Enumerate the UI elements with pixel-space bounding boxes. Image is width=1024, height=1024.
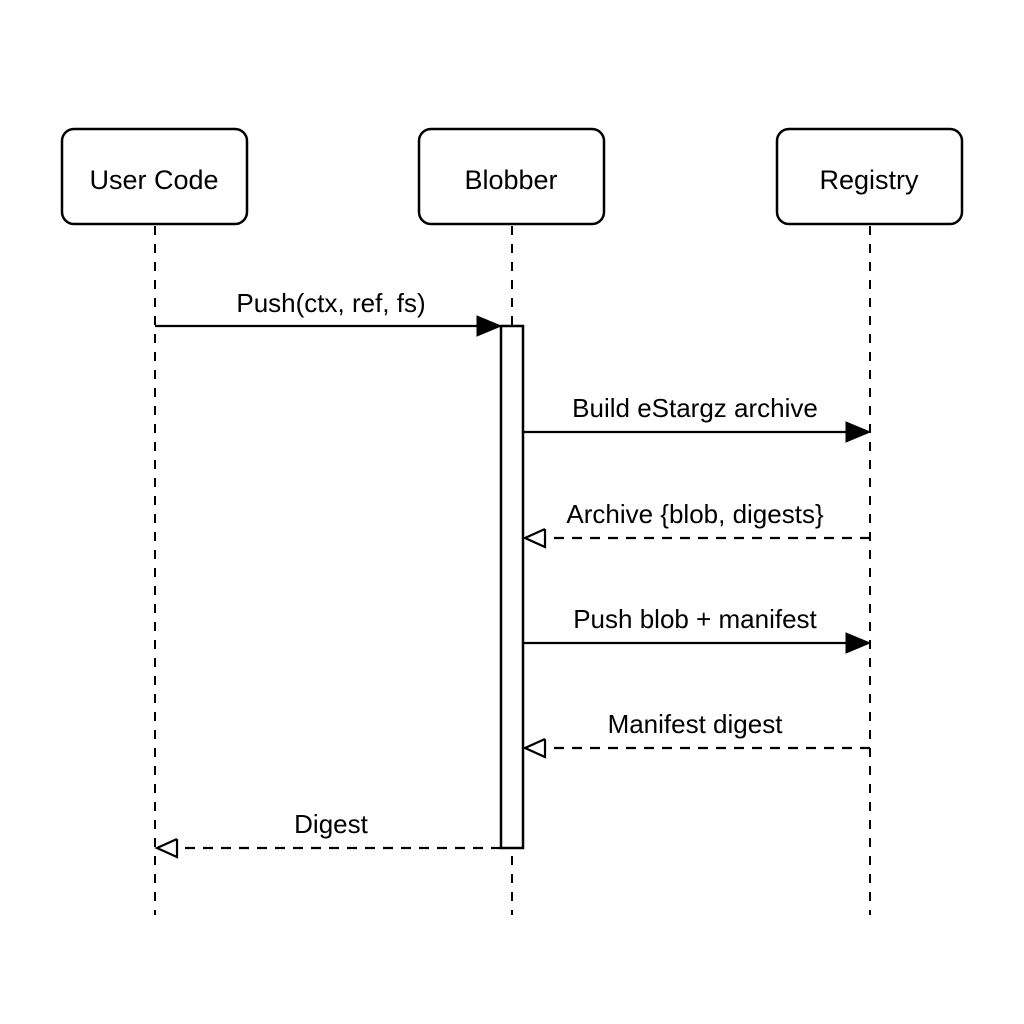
actor-label-user-code: User Code (89, 165, 218, 195)
actor-box-registry (775, 127, 964, 226)
message-manifest-digest-label: Manifest digest (608, 709, 784, 739)
arrowhead-filled (845, 421, 872, 443)
message-push-blob-label: Push blob + manifest (573, 604, 817, 634)
arrowhead-filled (476, 315, 503, 337)
activation-bar-blobber (499, 324, 525, 850)
arrowhead-open (522, 737, 547, 759)
actor-registry[interactable]: Registry (775, 127, 964, 226)
arrowhead-filled (845, 632, 872, 654)
message-push: Push(ctx, ref, fs) (155, 288, 503, 337)
message-manifest-digest: Manifest digest (522, 709, 870, 759)
actor-box-blobber (417, 127, 606, 226)
arrowhead-open (522, 527, 547, 549)
message-push-label: Push(ctx, ref, fs) (236, 288, 425, 318)
message-digest-return-label: Digest (294, 809, 368, 839)
actor-blobber[interactable]: Blobber (417, 127, 606, 226)
message-build-archive: Build eStargz archive (523, 393, 872, 443)
message-archive-return-label: Archive {blob, digests} (566, 499, 824, 529)
actor-user-code[interactable]: User Code (60, 127, 249, 226)
arrowhead-open (154, 837, 179, 859)
message-archive-return: Archive {blob, digests} (522, 499, 870, 549)
actor-label-blobber: Blobber (464, 165, 557, 195)
actor-box-user-code (60, 127, 249, 226)
message-push-blob: Push blob + manifest (523, 604, 872, 654)
message-digest-return: Digest (154, 809, 501, 859)
message-build-archive-label: Build eStargz archive (572, 393, 818, 423)
actor-label-registry: Registry (819, 165, 919, 195)
